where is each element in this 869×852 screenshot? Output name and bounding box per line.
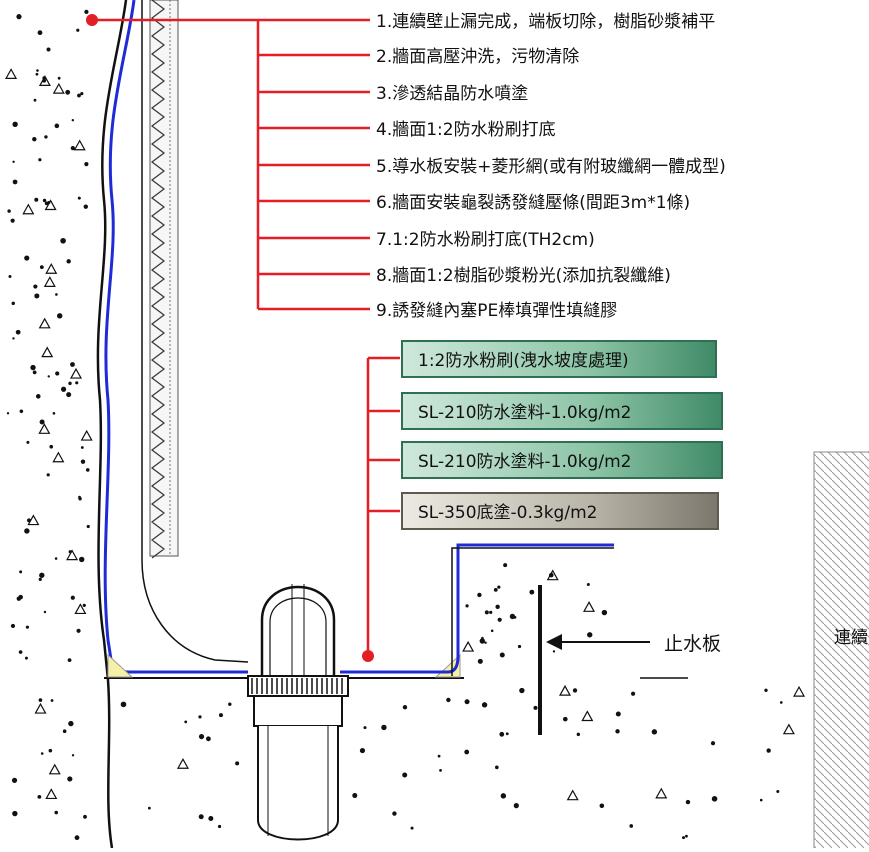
layer-labels: 1:2防水粉刷(洩水坡度處理) SL-210防水塗料-1.0kg/m2 SL-2… (401, 340, 723, 530)
waterstop-arrowhead (546, 634, 562, 650)
curb-outline (451, 547, 614, 676)
layer-text-4: SL-350底塗-0.3kg/m2 (418, 502, 597, 523)
membrane-line-floor (340, 543, 614, 674)
step-5: 5.導水板安裝+菱形網(或有附玻纖網一體成型) (376, 157, 726, 177)
sealant-fillet-left (107, 653, 134, 678)
layer-text-2: SL-210防水塗料-1.0kg/m2 (418, 402, 631, 423)
construction-steps: 1.連續壁止漏完成，端板切除，樹脂砂漿補平 2.牆面高壓沖洗，污物清除 3.滲透… (376, 12, 726, 321)
adjacent-wall-hatch (813, 451, 869, 852)
leader-anchor-wall (86, 14, 98, 26)
step-3: 3.滲透結晶防水噴塗 (376, 83, 528, 104)
step-8: 8.牆面1:2樹脂砂漿粉光(添加抗裂纖維) (376, 266, 671, 286)
step-2: 2.牆面高壓沖洗，污物清除 (376, 47, 579, 67)
layer-box-1 (401, 340, 717, 378)
step-1: 1.連續壁止漏完成，端板切除，樹脂砂漿補平 (376, 12, 715, 32)
side-wall-label: 連續 (834, 628, 868, 648)
concrete-aggregate-dots (5, 9, 806, 841)
waterstop-label: 止水板 (664, 633, 721, 655)
layer-text-1: 1:2防水粉刷(洩水坡度處理) (418, 351, 629, 371)
floor-drain (247, 584, 349, 841)
step-4: 4.牆面1:2防水粉刷打底 (376, 120, 556, 140)
layer-box-2 (401, 392, 723, 430)
layer-text-3: SL-210防水塗料-1.0kg/m2 (418, 451, 631, 472)
step-leader-lines (92, 18, 370, 311)
wall-outer-edge (96, 0, 128, 849)
step-9: 9.誘發縫內塞PE棒填彈性填縫膠 (376, 301, 617, 321)
plaster-inner-edge (141, 0, 249, 663)
layer-leader-lines (366, 356, 400, 656)
step-6: 6.牆面安裝龜裂誘發縫壓條(間距3m*1條) (376, 193, 690, 213)
layer-box-4 (401, 492, 719, 530)
drainage-board (149, 0, 179, 557)
layer-box-3 (401, 441, 723, 479)
drain-grate (251, 678, 343, 694)
leader-anchor-floor (362, 650, 374, 662)
drainage-board-profile (151, 0, 165, 559)
step-7: 7.1:2防水粉刷打底(TH2cm) (376, 230, 595, 250)
